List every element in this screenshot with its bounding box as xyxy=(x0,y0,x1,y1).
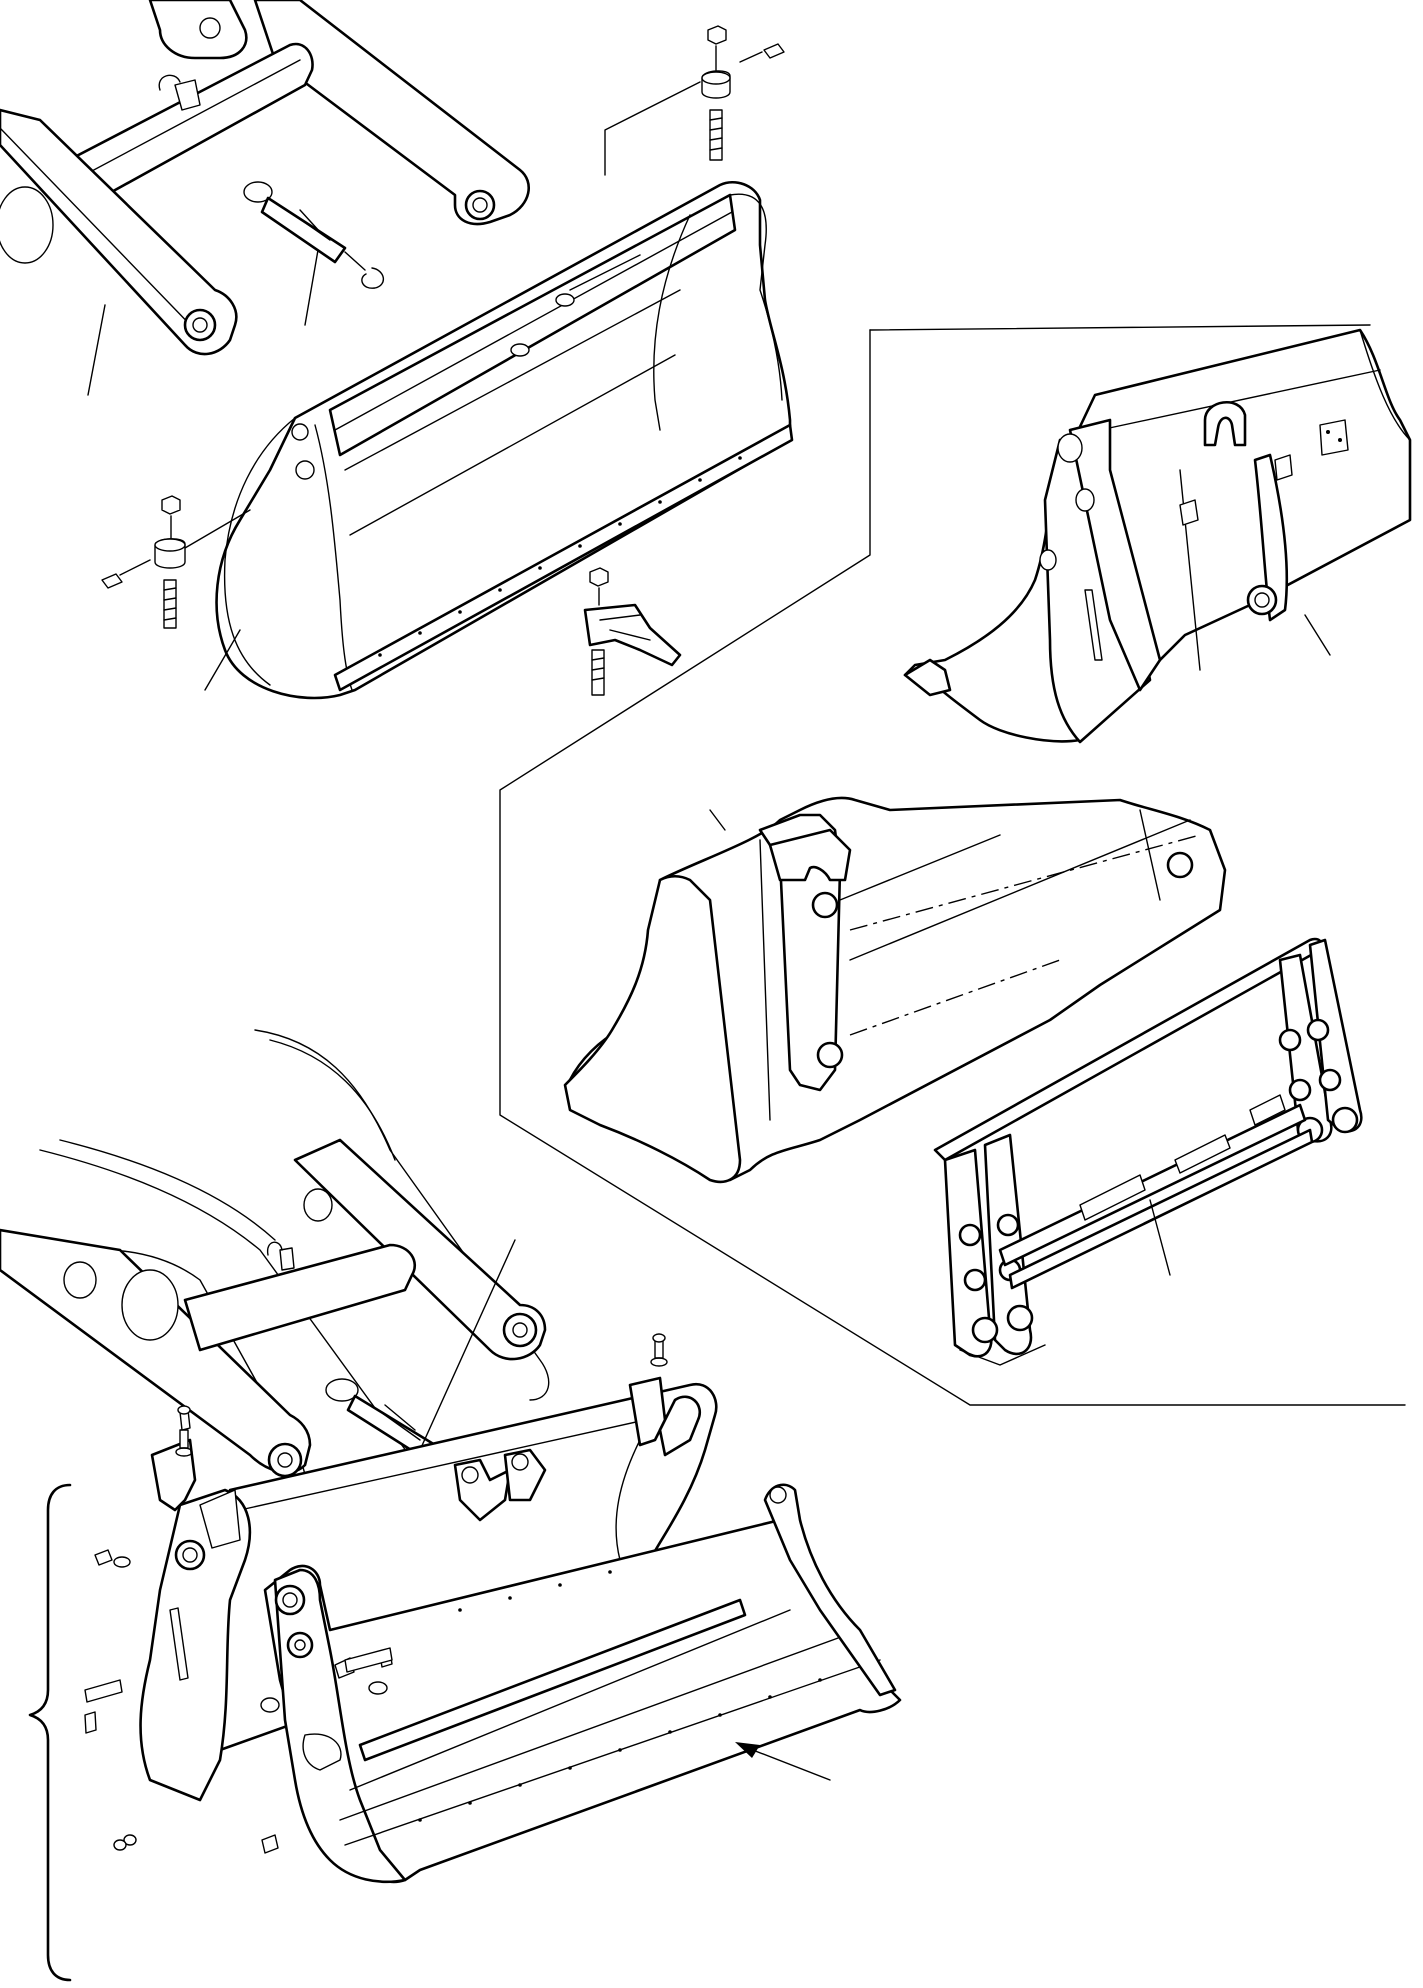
grouping-brace xyxy=(28,1483,72,1982)
pin-bolt-assembly-top-left xyxy=(101,495,251,629)
detail-panel-outline xyxy=(499,324,1406,1406)
bucket-top xyxy=(204,180,794,700)
tooth-assembly-top xyxy=(583,567,682,696)
quick-coupler-frame xyxy=(933,937,1363,1366)
narrow-bucket-detail xyxy=(903,328,1412,744)
multipurpose-bucket xyxy=(84,1333,902,1884)
pin-bolt-assembly-top-right xyxy=(569,25,785,291)
wide-bucket-detail xyxy=(563,796,1227,1184)
turnbuckle-top xyxy=(243,181,384,326)
loader-boom-arms-bottom xyxy=(0,1029,550,1501)
loader-boom-arms-top xyxy=(0,0,530,396)
